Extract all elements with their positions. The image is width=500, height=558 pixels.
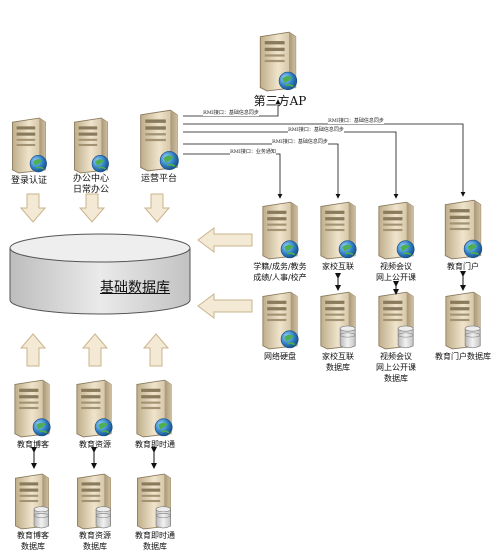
edu-resource-label: 教育资源	[79, 440, 111, 449]
office-center-label-1: 办公中心	[72, 174, 109, 184]
edu-blog-db-label-2: 数据库	[21, 542, 45, 551]
arrow-resource-to-db	[81, 333, 109, 367]
home-school-db-server-icon	[320, 291, 356, 350]
edu-im-db-server-icon	[136, 473, 172, 530]
student-affairs-label-2: 成绩/人事/校产	[253, 273, 307, 282]
edu-blog-server-icon	[14, 379, 52, 438]
video-conference-db-label-1: 视频会议	[380, 352, 412, 361]
education-portal-db-server-icon	[445, 291, 481, 350]
student-affairs-label-1: 学籍/成务/教务	[253, 262, 307, 271]
edu-resource-db-label-1: 教育资源	[79, 531, 111, 540]
side-arrows	[197, 227, 253, 319]
arrow-im-to-db	[142, 333, 170, 367]
rmi-label-third-party: RMI接口：基础信息同步	[203, 110, 259, 116]
edu-resource-db-server-icon	[76, 473, 112, 530]
office-center-server-icon	[73, 117, 110, 174]
arrow-operations-to-db	[143, 193, 171, 223]
rmi-label-portal: RMI接口：基础信息同步	[328, 118, 384, 124]
arrow-login-to-db	[19, 193, 47, 223]
edu-im-label: 教育即时通	[135, 440, 175, 449]
arrow-mid-to-db-lower	[197, 293, 253, 319]
mid-db-links	[335, 271, 466, 295]
base-database-cylinder	[9, 233, 191, 315]
education-portal-db-label: 教育门户数据库	[435, 352, 491, 361]
rmi-label-video: RMI接口：基础信息同步	[288, 127, 344, 133]
video-conference-db-label-3: 数据库	[384, 374, 408, 383]
operations-platform-server-icon	[139, 109, 180, 172]
rmi-line-to-third-party	[183, 99, 281, 117]
edu-im-db-label-1: 教育即时通	[135, 531, 175, 540]
rmi-label-home-school: RMI接口：基础信息同步	[272, 139, 328, 145]
home-school-label: 家校互联	[322, 262, 354, 271]
edu-im-server-icon	[136, 379, 174, 438]
login-auth-label: 登录认证	[10, 176, 47, 186]
rmi-line-to-student-affairs	[183, 153, 283, 199]
base-database-label: 基础数据库	[100, 280, 170, 296]
education-portal-label: 教育门户	[447, 262, 479, 271]
operations-platform-label: 运营平台	[140, 174, 177, 184]
arrow-mid-to-db-upper	[197, 227, 253, 253]
video-conference-server-icon	[378, 201, 416, 260]
edu-blog-db-label-1: 教育博客	[17, 531, 49, 540]
network-disk-server-icon	[262, 291, 300, 350]
rmi-connection-lines	[183, 99, 466, 199]
video-conference-db-label-2: 网上公开课	[376, 363, 416, 372]
rmi-label-business-notify: RMI接口：业务通知	[230, 149, 276, 155]
video-conference-db-server-icon	[378, 291, 414, 350]
third-party-ap-label: 第三方AP	[253, 94, 307, 108]
rmi-line-to-portal	[183, 123, 466, 197]
edu-resource-server-icon	[76, 379, 114, 438]
home-school-db-label-2: 数据库	[326, 363, 350, 372]
rmi-line-to-home-school	[183, 143, 341, 199]
bottom-to-db-arrows	[19, 333, 170, 367]
arrow-blog-to-db	[19, 333, 47, 367]
rmi-line-to-video	[183, 131, 399, 199]
office-center-label-2: 日常办公	[72, 185, 109, 195]
arrow-office-to-db	[78, 193, 106, 223]
education-portal-server-icon	[444, 199, 483, 260]
home-school-db-label-1: 家校互联	[322, 352, 354, 361]
third-party-server-icon	[259, 31, 298, 92]
edu-blog-label: 教育博客	[17, 440, 49, 449]
edu-resource-db-label-2: 数据库	[83, 542, 107, 551]
video-conference-label-2: 网上公开课	[376, 273, 416, 282]
home-school-server-icon	[320, 201, 358, 260]
login-auth-server-icon	[11, 117, 48, 174]
edu-blog-db-server-icon	[14, 473, 50, 530]
edu-im-db-label-2: 数据库	[143, 542, 167, 551]
top-to-db-arrows	[19, 193, 171, 223]
bottom-db-links	[31, 447, 157, 469]
student-affairs-server-icon	[262, 201, 300, 260]
network-disk-label: 网络硬盘	[264, 352, 296, 361]
video-conference-label-1: 视频会议	[380, 262, 412, 271]
